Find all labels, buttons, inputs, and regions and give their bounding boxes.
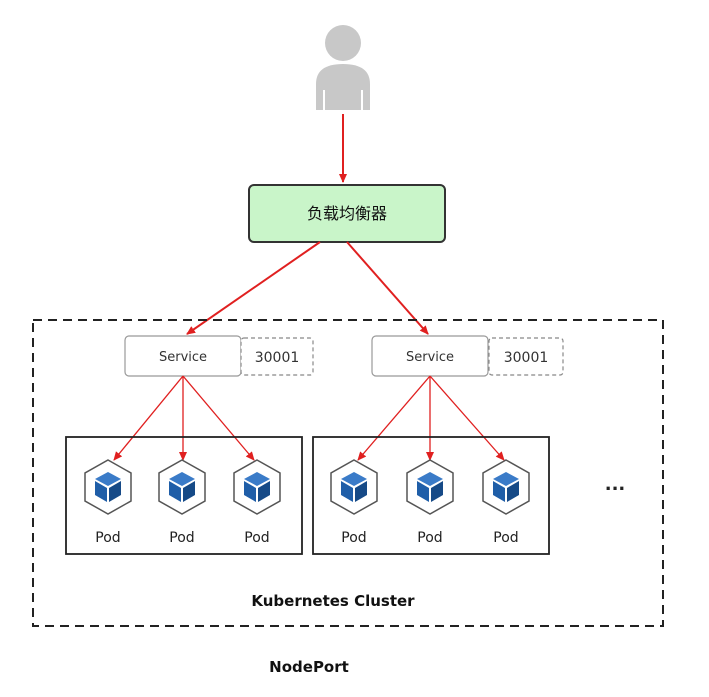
kubernetes-pod-cube-icon: [158, 459, 206, 515]
pod-label: Pod: [169, 530, 194, 546]
pod-label: Pod: [417, 530, 442, 546]
pod-label: Pod: [341, 530, 366, 546]
pod-1-1: Pod: [84, 459, 132, 546]
service-1-pod-arrows: [113, 375, 255, 461]
service-2-pod-arrows: [357, 375, 505, 461]
kubernetes-pod-cube-icon: [482, 459, 530, 515]
pod-2-2: Pod: [406, 459, 454, 546]
cluster-label: Kubernetes Cluster: [251, 592, 415, 610]
kubernetes-pod-cube-icon: [84, 459, 132, 515]
service-2-label: Service: [406, 350, 454, 365]
pod-1-3: Pod: [233, 459, 281, 546]
pod-label: Pod: [244, 530, 269, 546]
more-pods-ellipsis: ...: [605, 474, 626, 495]
user-icon: [316, 25, 370, 110]
service-2-port: 30001: [504, 350, 549, 366]
pod-1-2: Pod: [158, 459, 206, 546]
load-balancer-label: 负载均衡器: [307, 204, 387, 223]
service-1: Service 30001: [124, 335, 314, 377]
pod-label: Pod: [493, 530, 518, 546]
pod-label: Pod: [95, 530, 120, 546]
pod-group-1: [65, 436, 303, 555]
kubernetes-pod-cube-icon: [233, 459, 281, 515]
lb-to-service-1-arrow: [186, 241, 321, 335]
service-2: Service 30001: [371, 335, 564, 377]
kubernetes-pod-cube-icon: [330, 459, 378, 515]
service-1-label: Service: [159, 350, 207, 365]
diagram-caption: NodePort: [269, 658, 349, 676]
service-1-port: 30001: [255, 350, 300, 366]
pod-2-3: Pod: [482, 459, 530, 546]
kubernetes-cluster-boundary: [32, 319, 664, 627]
pod-2-1: Pod: [330, 459, 378, 546]
pod-group-2: [312, 436, 550, 555]
lb-to-service-2-arrow: [346, 241, 429, 335]
load-balancer: 负载均衡器: [248, 184, 446, 243]
kubernetes-pod-cube-icon: [406, 459, 454, 515]
